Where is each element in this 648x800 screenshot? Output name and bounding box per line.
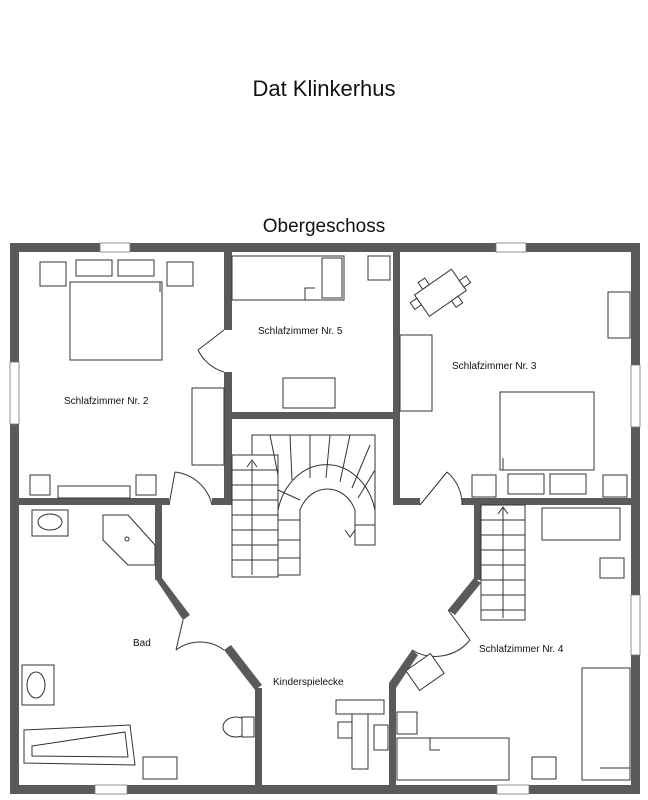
doors: [168, 329, 471, 657]
label-schlafzimmer-5: Schlafzimmer Nr. 5: [258, 326, 343, 337]
label-schlafzimmer-3: Schlafzimmer Nr. 3: [452, 361, 537, 372]
label-kinderspielecke: Kinderspielecke: [273, 677, 344, 688]
staircase-main: [231, 434, 376, 578]
room-3-furniture: [399, 268, 631, 498]
staircase-secondary: [480, 504, 526, 621]
windows: [9, 242, 641, 795]
label-schlafzimmer-4: Schlafzimmer Nr. 4: [479, 644, 564, 655]
label-schlafzimmer-2: Schlafzimmer Nr. 2: [64, 396, 149, 407]
room-4-furniture: [396, 507, 631, 781]
plan-title: Dat Klinkerhus: [252, 76, 396, 101]
outer-walls: [10, 243, 640, 794]
hall-furniture: [335, 699, 389, 770]
label-bad: Bad: [133, 638, 151, 649]
floor-title: Obergeschoss: [262, 216, 386, 237]
bathroom-fixtures: [21, 509, 255, 780]
interior-walls: [19, 252, 631, 785]
room-2-furniture: [29, 259, 225, 499]
room-5-furniture: [231, 255, 391, 409]
room-labels: Schlafzimmer Nr. 2 Schlafzimmer Nr. 5 Sc…: [64, 326, 564, 688]
